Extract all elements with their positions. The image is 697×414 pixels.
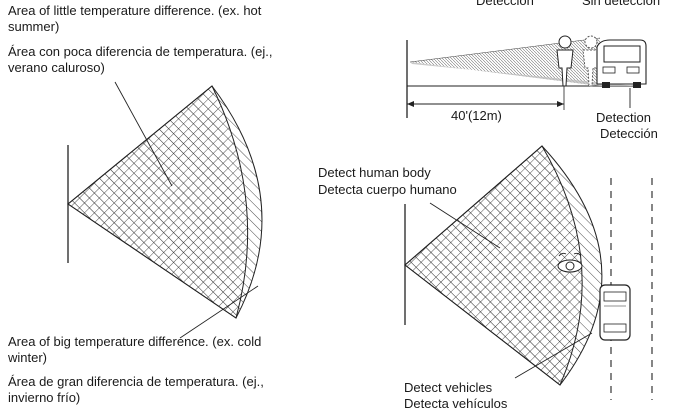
truck-figure: [596, 39, 647, 88]
detect-vehicles-label-es: Detecta vehículos: [404, 396, 508, 411]
human-zone-crosshatch: [405, 146, 567, 385]
detect-human-label-es: Detecta cuerpo humano: [318, 182, 457, 197]
car-top-view: [599, 284, 631, 341]
big-difference-label-es-2: invierno frío): [8, 390, 81, 405]
distance-label: 40'(12m): [451, 108, 502, 123]
little-difference-label-es-1: Área con poca diferencia de temperatura.…: [8, 44, 273, 59]
dimension-arrow-right: [557, 101, 564, 107]
left-coverage-diagram: [67, 81, 263, 339]
detect-human-label-en: Detect human body: [318, 165, 431, 180]
detection-label-es: Detección: [600, 126, 658, 141]
big-difference-label-en-2: winter): [8, 350, 48, 365]
detection-beam-upper: [410, 38, 600, 86]
big-difference-label-es-1: Área de gran diferencia de temperatura. …: [8, 374, 264, 389]
person-top-view: [557, 252, 583, 273]
vehicle-leader: [514, 332, 593, 379]
dimension-arrow-left: [407, 101, 414, 107]
right-coverage-diagram: [404, 145, 653, 400]
little-difference-label-en-2: summer): [8, 19, 60, 34]
human-leader: [429, 202, 501, 249]
little-difference-label-es-2: verano caluroso): [8, 60, 105, 75]
inner-crosshatch: [68, 86, 237, 318]
detection-top-label: Detección: [476, 0, 534, 8]
little-difference-label-en-1: Area of little temperature difference. (…: [8, 3, 262, 18]
detect-vehicles-label-en: Detect vehicles: [404, 380, 493, 395]
side-view-diagram: [406, 35, 647, 118]
big-difference-label-en-1: Area of big temperature difference. (ex.…: [8, 334, 262, 349]
little-difference-leader: [114, 81, 173, 187]
person-figure-detected: [556, 35, 574, 87]
detection-label-en: Detection: [596, 110, 651, 125]
no-detection-top-label: Sin detección: [582, 0, 661, 8]
big-difference-leader: [179, 285, 259, 339]
